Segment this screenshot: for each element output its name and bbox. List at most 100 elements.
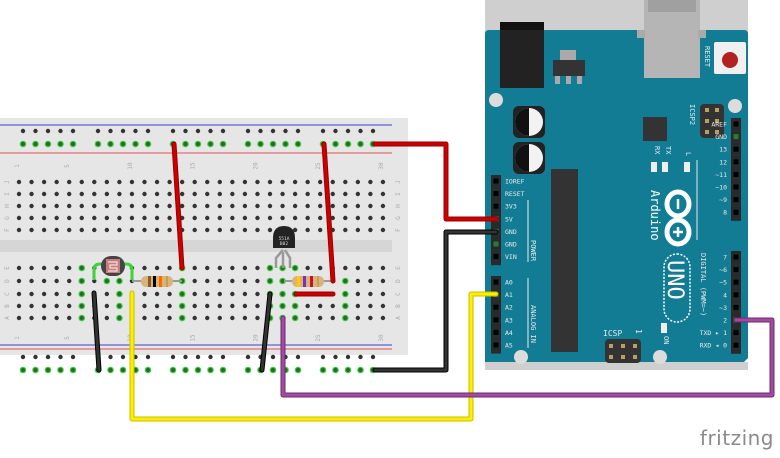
breadboard-hole [54,303,59,309]
header-pin[interactable] [733,330,739,336]
row-label: I [395,192,402,196]
breadboard-hole [192,203,197,209]
pin-label: 3V3 [505,203,517,211]
header-pin[interactable] [733,171,739,177]
breadboard-hole [117,227,122,233]
header-pin[interactable] [733,159,739,165]
pin-label: A3 [505,316,513,324]
breadboard-hole [305,179,310,185]
breadboard-hole [54,291,59,297]
icsp2-label: ICSP2 [688,104,696,125]
header-pin[interactable] [493,317,499,323]
header-pin[interactable] [733,134,739,140]
power-rail-hole [33,367,38,373]
breadboard-hole [205,291,210,297]
breadboard-hole [205,203,210,209]
breadboard-hole [129,203,135,209]
breadboard-hole [16,291,22,297]
pin-label: 5V [505,215,513,223]
breadboard-hole [368,315,373,321]
breadboard-hole [380,203,386,209]
breadboard-hole [355,179,361,185]
column-label: 15 [190,162,197,170]
breadboard-hole [292,265,298,271]
breadboard-hole [41,315,47,321]
reset-button-cap[interactable] [722,52,738,68]
header-pin[interactable] [493,342,499,348]
column-label: 1 [14,336,21,340]
pin-label: A2 [505,304,513,312]
header-pin[interactable] [733,197,739,203]
breadboard-hole [29,291,34,297]
pin-label: A0 [505,279,513,287]
usb-chip [643,117,667,141]
power-rail-hole [20,141,26,147]
power-rail-hole [320,128,326,134]
breadboard-hole [205,215,210,221]
breadboard-hole [343,227,348,233]
header-pin[interactable] [733,146,739,152]
breadboard-hole [267,227,273,233]
header-pin[interactable] [493,178,499,184]
breadboard-hole [380,291,386,297]
breadboard-hole [305,215,310,221]
power-rail-hole [58,141,63,147]
breadboard-hole [305,315,310,321]
breadboard-hole [318,191,323,197]
header-pin[interactable] [733,267,739,273]
breadboard-hole [154,291,160,297]
header-pin[interactable] [733,184,739,190]
power-rail-hole [245,354,251,360]
power-rail-hole [258,128,263,134]
header-pin[interactable] [493,279,499,285]
wire-gnd-core [373,230,498,372]
breadboard-hole [79,215,84,221]
column-label: 10 [127,162,134,170]
header-pin[interactable] [493,203,499,209]
breadboard-hole [368,179,373,185]
breadboard-hole [179,203,185,209]
header-pin[interactable] [493,254,499,260]
breadboard-hole [67,191,72,197]
breadboard-hole [167,179,172,185]
row-label: G [4,216,11,220]
power-rail-hole [208,354,213,360]
header-pin[interactable] [733,209,739,215]
usb-tab-left [637,30,645,38]
breadboard-hole [167,303,172,309]
header-pin[interactable] [493,329,499,335]
header-pin[interactable] [493,191,499,197]
pin-label: 13 [719,146,727,154]
power-rail-hole [283,141,288,147]
header-pin[interactable] [493,241,499,247]
breadboard-hole [154,191,160,197]
breadboard-hole [67,303,72,309]
header-pin[interactable] [733,254,739,260]
pin-label: A1 [505,291,513,299]
breadboard-hole [355,215,361,221]
header-pin[interactable] [733,292,739,298]
breadboard-hole [318,315,323,321]
power-rail-hole [95,128,101,134]
arduino-model: UNO [662,260,687,300]
header-pin[interactable] [733,342,739,348]
uno-outline [663,253,691,323]
column-label: 25 [315,162,322,170]
breadboard-hole [242,303,248,309]
breadboard-hole [67,291,72,297]
breadboard-hole [368,278,373,284]
header-pin[interactable] [733,121,739,127]
breadboard-hole [230,203,235,209]
breadboard-hole [230,315,235,321]
header-pin[interactable] [733,279,739,285]
row-label: A [4,316,11,320]
header-pin[interactable] [493,304,499,310]
breadboard-hole [230,179,235,185]
breadboard-hole [242,278,248,284]
header-pin[interactable] [733,304,739,310]
wires [91,141,775,422]
breadboard-hole [117,203,122,209]
breadboard-hole [330,203,335,209]
breadboard-hole [280,203,285,209]
breadboard-hole [280,215,285,221]
